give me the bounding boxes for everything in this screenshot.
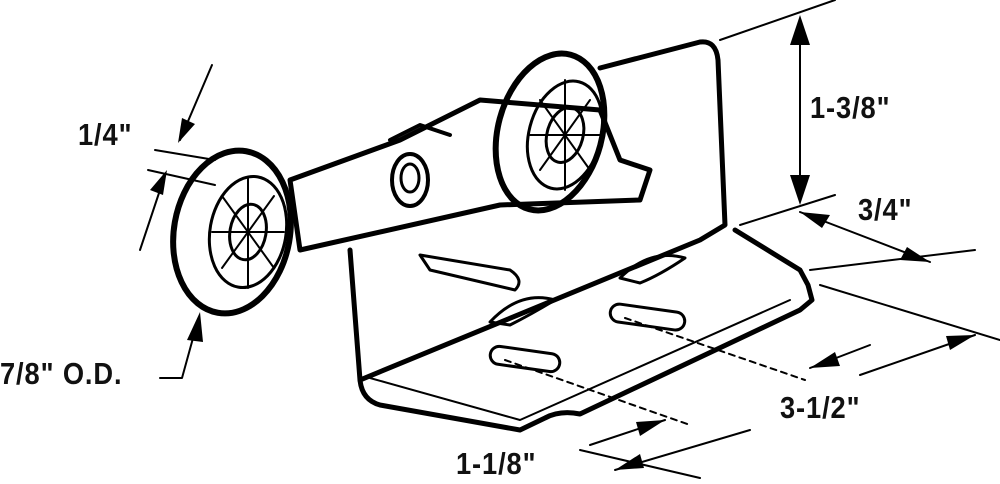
- roller-arm: [287, 97, 653, 253]
- depth-label: 3/4": [858, 192, 913, 227]
- dimension-lines: [139, 0, 1000, 479]
- length-label: 3-1/2": [780, 390, 861, 425]
- hole-spacing-label: 1-1/8": [456, 446, 537, 481]
- base-plate-inner: [369, 299, 791, 421]
- wheel-width-label: 1/4": [78, 117, 133, 152]
- height-label: 1-3/8": [810, 90, 891, 125]
- rivet: [390, 152, 430, 208]
- back-plate: [347, 39, 728, 383]
- slots: [418, 253, 687, 374]
- right-wheel: [492, 50, 608, 214]
- base-plate: [357, 227, 815, 433]
- arrowheads: [150, 15, 975, 470]
- wheel-diameter-label: 7/8" O.D.: [0, 356, 123, 391]
- left-wheel: [170, 147, 294, 317]
- centerlines: [504, 317, 806, 426]
